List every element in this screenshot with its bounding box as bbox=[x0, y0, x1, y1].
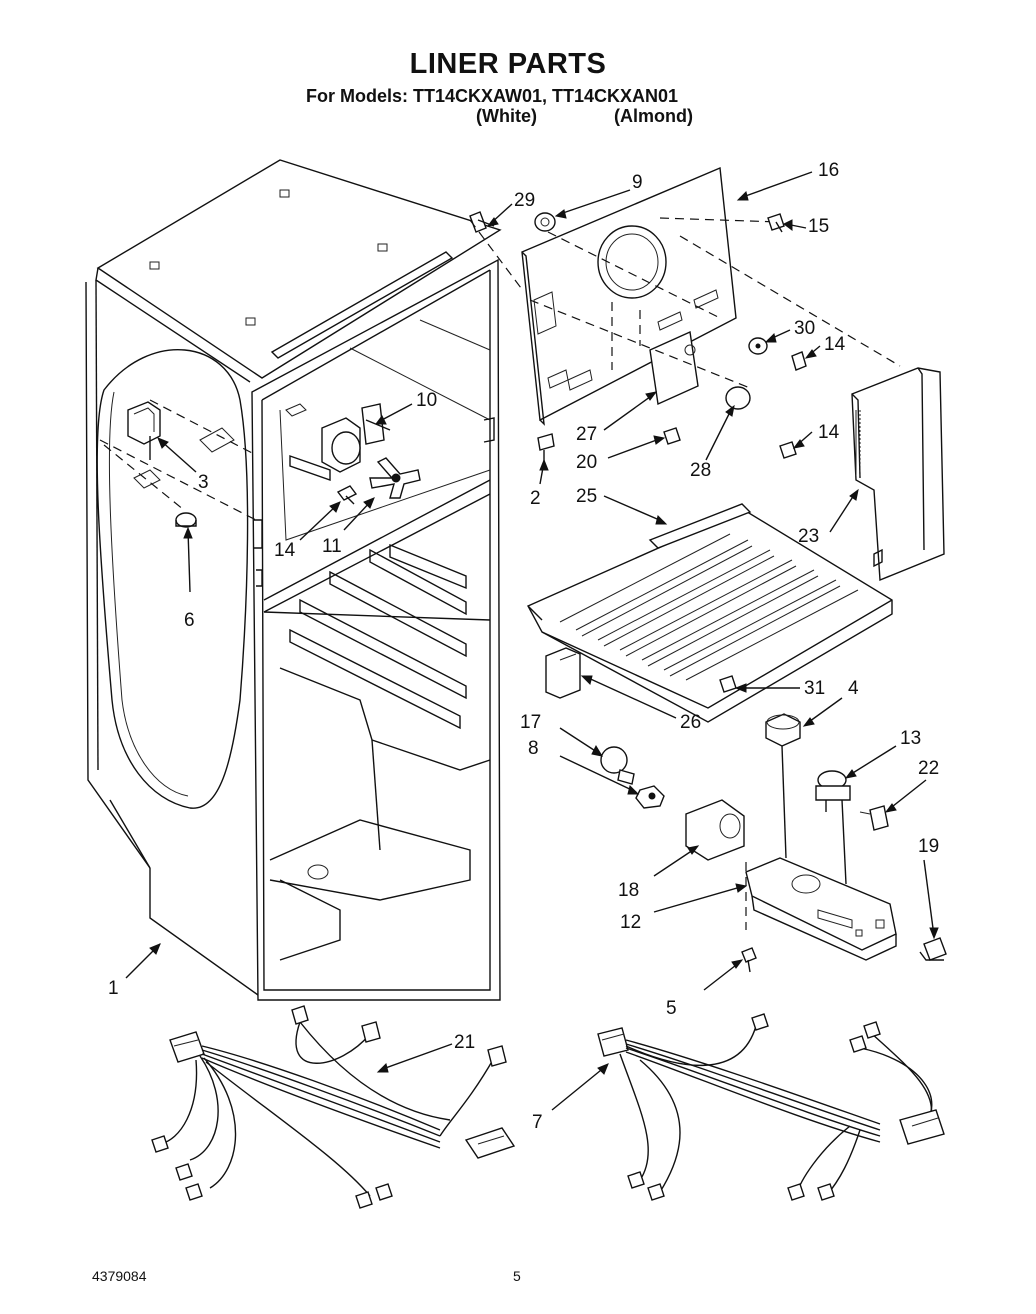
callout-29: 29 bbox=[514, 190, 535, 211]
callout-12: 12 bbox=[620, 912, 641, 933]
callout-labels: 1 2 3 4 5 6 7 8 9 10 11 12 13 14 14 14 1… bbox=[108, 160, 939, 1133]
callout-16: 16 bbox=[818, 160, 839, 181]
screw-14-left bbox=[336, 485, 358, 505]
part-28-knob bbox=[725, 386, 751, 410]
callout-6: 6 bbox=[184, 610, 195, 631]
part-23-fan-cover bbox=[851, 367, 945, 582]
callout-19: 19 bbox=[918, 836, 939, 857]
part-7-wire-harness bbox=[597, 1013, 945, 1201]
callout-11: 11 bbox=[322, 536, 342, 557]
callout-14-c: 14 bbox=[824, 334, 846, 355]
color-almond-label: (Almond) bbox=[614, 106, 693, 126]
part-25-evaporator-cover bbox=[527, 503, 893, 723]
callout-3: 3 bbox=[198, 472, 209, 493]
callout-31: 31 bbox=[804, 678, 825, 699]
part-11-fan-blade bbox=[369, 457, 421, 499]
callout-4: 4 bbox=[848, 678, 859, 699]
callout-2: 2 bbox=[530, 488, 541, 509]
callout-21: 21 bbox=[454, 1032, 475, 1053]
callout-22: 22 bbox=[918, 758, 939, 779]
callout-8: 8 bbox=[528, 738, 539, 759]
part-6-plug bbox=[175, 512, 197, 528]
part-5-screw bbox=[741, 947, 757, 973]
screw-14-mid bbox=[779, 441, 797, 459]
callout-27: 27 bbox=[576, 424, 597, 445]
part-12-control-housing bbox=[745, 857, 897, 961]
callout-17: 17 bbox=[520, 712, 541, 733]
callout-14-b: 14 bbox=[818, 422, 840, 443]
part-13-thermostat bbox=[815, 770, 851, 885]
callout-9: 9 bbox=[632, 172, 643, 193]
callout-13: 13 bbox=[900, 728, 921, 749]
liner-cabinet bbox=[85, 159, 502, 1001]
callout-26: 26 bbox=[680, 712, 701, 733]
callout-5: 5 bbox=[666, 998, 677, 1019]
part-9-grommet bbox=[534, 212, 556, 232]
callout-18: 18 bbox=[618, 880, 639, 901]
part-4-socket bbox=[765, 713, 801, 747]
part-18-light-shield bbox=[685, 799, 745, 861]
callout-15: 15 bbox=[808, 216, 829, 237]
callout-10: 10 bbox=[416, 390, 437, 411]
part-15-screw bbox=[767, 213, 785, 233]
part-26-sensor bbox=[545, 647, 581, 699]
leader-lines bbox=[125, 171, 939, 1111]
screw-14-right bbox=[791, 351, 807, 371]
models-line: For Models: TT14CKXAW01, TT14CKXAN01 bbox=[306, 86, 679, 106]
document-number: 4379084 bbox=[92, 1268, 147, 1284]
part-10-fan-motor bbox=[289, 403, 391, 481]
callout-28: 28 bbox=[690, 460, 711, 481]
part-16-control-panel bbox=[521, 166, 737, 426]
part-8-light-socket bbox=[635, 785, 665, 809]
part-21-wire-harness bbox=[151, 1005, 516, 1209]
callout-1: 1 bbox=[108, 978, 119, 999]
callout-25: 25 bbox=[576, 486, 597, 507]
callout-14-a: 14 bbox=[274, 540, 296, 561]
page-title: LINER PARTS bbox=[409, 48, 607, 80]
part-19-switch bbox=[919, 937, 947, 961]
color-white-label: (White) bbox=[476, 106, 537, 126]
page-number: 5 bbox=[513, 1268, 521, 1284]
part-30-washer bbox=[748, 337, 768, 355]
part-20-screw bbox=[663, 427, 681, 445]
callout-23: 23 bbox=[798, 526, 819, 547]
callout-7: 7 bbox=[532, 1112, 543, 1133]
callout-20: 20 bbox=[576, 452, 597, 473]
part-22-connector bbox=[859, 805, 889, 831]
part-17-light-bulb bbox=[600, 746, 635, 785]
part-2-clip bbox=[537, 433, 555, 462]
part-3-bracket bbox=[127, 401, 161, 460]
callout-30: 30 bbox=[794, 318, 815, 339]
